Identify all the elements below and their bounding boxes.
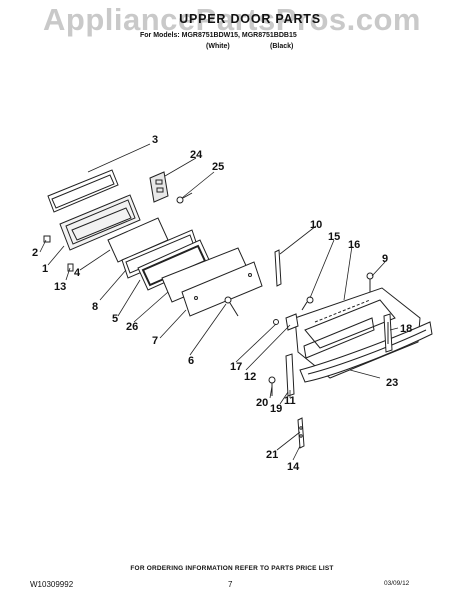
color-black-label: (Black)	[270, 43, 294, 50]
callout-4: 4	[74, 267, 81, 279]
callout-15: 15	[328, 231, 340, 243]
callout-16: 16	[348, 239, 360, 251]
callout-11: 11	[284, 395, 296, 407]
callout-10: 10	[310, 219, 322, 231]
callout-5: 5	[112, 313, 118, 325]
callout-1: 1	[42, 263, 48, 275]
callout-3: 3	[152, 134, 158, 146]
part-9-screw	[366, 272, 374, 292]
part-14-vent	[297, 417, 305, 449]
callout-23: 23	[386, 377, 398, 389]
callout-labels: 3 24 25 2 1 13 4 8 5 26 7 6 10 15 16 9 1…	[32, 134, 412, 473]
part-16-outer-door	[294, 287, 421, 379]
part-15-screw	[301, 296, 314, 311]
part-10-trim	[274, 249, 282, 287]
part-25-screw	[176, 192, 193, 204]
callout-2: 2	[32, 247, 38, 259]
part-23-handle	[299, 321, 433, 383]
document-number: W10309992	[30, 580, 74, 589]
callout-18: 18	[400, 323, 412, 335]
part-2-clip	[43, 235, 51, 243]
callout-13: 13	[54, 281, 66, 293]
page-number: 7	[228, 580, 233, 589]
part-20-screw	[268, 376, 276, 396]
callout-6: 6	[188, 355, 194, 367]
part-13-clip	[67, 263, 74, 272]
page-title: UPPER DOOR PARTS	[179, 12, 321, 26]
callout-19: 19	[270, 403, 282, 415]
callout-25: 25	[212, 161, 224, 173]
callout-21: 21	[266, 449, 278, 461]
callout-17: 17	[230, 361, 242, 373]
callout-26: 26	[126, 321, 138, 333]
callout-8: 8	[92, 301, 98, 313]
part-24-bracket	[149, 171, 169, 203]
callout-20: 20	[256, 397, 268, 409]
part-3-gasket	[47, 169, 119, 213]
ordering-info: FOR ORDERING INFORMATION REFER TO PARTS …	[130, 565, 334, 572]
callout-12: 12	[244, 371, 256, 383]
part-11-side-trim	[285, 353, 295, 397]
part-1-inner-panel	[59, 194, 141, 251]
part-17-hinge	[273, 313, 299, 331]
callout-24: 24	[190, 149, 203, 161]
leader-lines	[39, 143, 399, 461]
date-code: 03/09/12	[384, 580, 410, 587]
callout-9: 9	[382, 253, 388, 265]
callout-7: 7	[152, 335, 158, 347]
part-6-screw	[224, 296, 239, 317]
callout-14: 14	[287, 461, 300, 473]
color-white-label: (White)	[206, 43, 230, 50]
model-list: For Models: MGR8751BDW15, MGR8751BDB15	[140, 32, 297, 39]
watermark: AppliancePartsPros.com	[43, 2, 421, 37]
part-7-liner	[181, 261, 263, 317]
part-18-bracket	[383, 313, 393, 353]
